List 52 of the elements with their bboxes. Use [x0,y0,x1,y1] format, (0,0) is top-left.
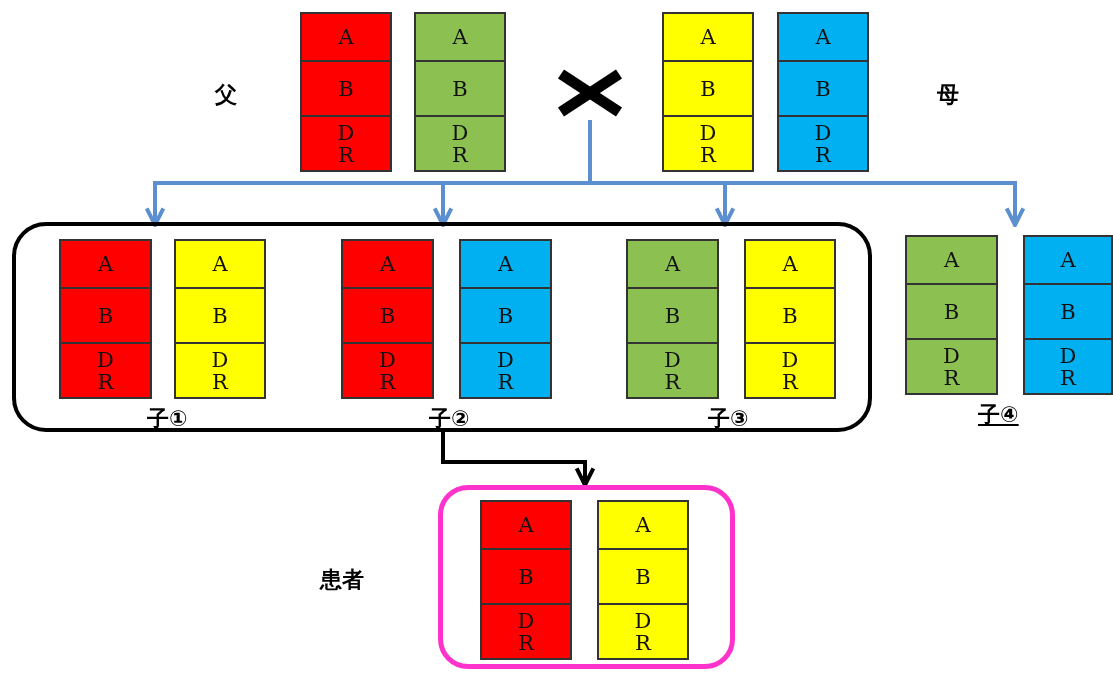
allele-cell: A [662,12,754,62]
allele-cell: A [777,12,869,62]
arrow [441,432,596,487]
allele-cell: D R [597,603,689,660]
allele-cell: B [662,60,754,117]
child-label: 子④ [978,401,1019,429]
parent-label: 母 [937,81,959,109]
allele-cell: D R [777,115,869,172]
child-label: 子① [147,405,188,433]
allele-cell: A [744,239,836,289]
allele-cell: B [300,60,392,117]
parent-label: 父 [215,81,237,109]
allele-cell: B [597,548,689,605]
allele-cell: B [777,60,869,117]
siblings-frame [12,222,872,432]
allele-cell: A [341,239,434,289]
allele-cell: B [626,287,719,344]
allele-cell: B [341,287,434,344]
allele-cell: D R [174,342,266,399]
allele-cell: A [626,239,719,289]
allele-cell: D R [662,115,754,172]
allele-cell: A [414,12,506,62]
child-label: 子③ [708,405,749,433]
allele-cell: D R [480,603,572,660]
allele-cell: A [174,239,266,289]
child-label: 子② [429,405,470,433]
allele-cell: D R [626,342,719,399]
allele-cell: A [905,235,998,285]
allele-cell: B [174,287,266,344]
allele-cell: A [597,500,689,550]
allele-cell: D R [414,115,506,172]
allele-cell: B [480,548,572,605]
allele-cell: A [59,239,152,289]
allele-cell: D R [341,342,434,399]
allele-cell: B [459,287,552,344]
allele-cell: D R [59,342,152,399]
allele-cell: D R [1023,338,1113,395]
allele-cell: A [480,500,572,550]
allele-cell: B [744,287,836,344]
allele-cell: D R [300,115,392,172]
arrow [588,120,1026,227]
allele-cell: D R [459,342,552,399]
allele-cell: A [300,12,392,62]
allele-cell: B [1023,283,1113,340]
allele-cell: B [414,60,506,117]
allele-cell: D R [905,338,998,395]
allele-cell: B [59,287,152,344]
allele-cell: A [1023,235,1113,285]
allele-cell: D R [744,342,836,399]
allele-cell: B [905,283,998,340]
allele-cell: A [459,239,552,289]
patient-label: 患者 [320,566,364,594]
